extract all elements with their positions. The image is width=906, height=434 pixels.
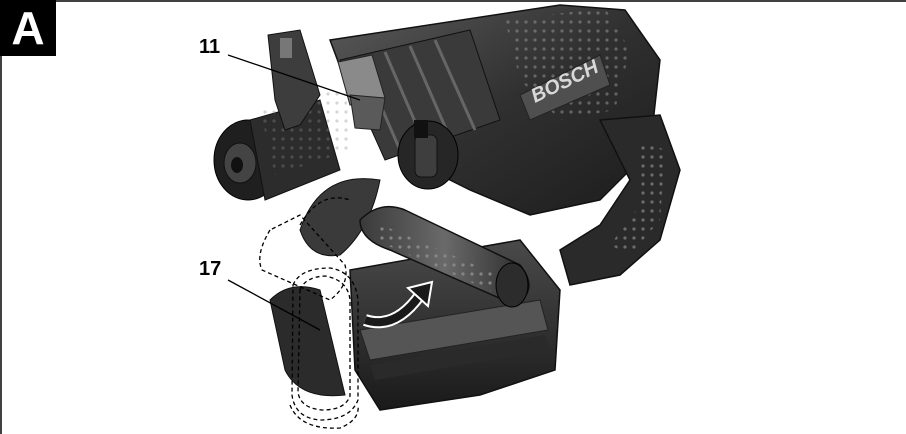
depth-stop-bracket <box>267 29 386 131</box>
rear-handle-grip <box>610 140 665 255</box>
side-handle <box>359 205 530 308</box>
callout-17-number: 17 <box>199 258 222 280</box>
callout-17-leader <box>227 279 321 331</box>
callout-11-number: 11 <box>199 36 221 58</box>
rotation-arrow <box>363 280 434 329</box>
mode-selector-knob <box>397 120 459 190</box>
figure-label: A <box>0 0 56 56</box>
chuck <box>213 85 352 201</box>
dashed-handle-position <box>259 197 359 429</box>
callout-11-leader <box>227 54 361 101</box>
